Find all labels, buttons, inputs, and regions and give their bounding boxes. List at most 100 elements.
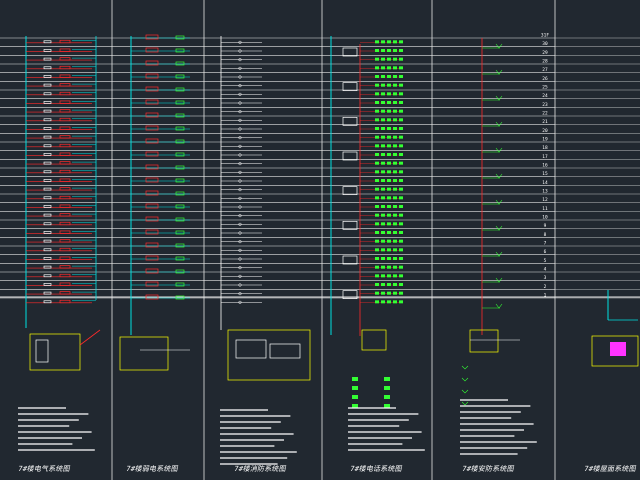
tel-outlet [393, 222, 397, 226]
tel-outlet [375, 161, 379, 165]
tel-outlet [387, 127, 391, 130]
tel-outlet [381, 92, 385, 96]
breaker [43, 222, 52, 226]
breaker [43, 300, 52, 304]
sheet-title-4: 7#楼电话系统图 [349, 465, 404, 473]
tel-outlet [387, 57, 391, 61]
fire-panel-module [269, 343, 301, 359]
camera-symbol [495, 43, 503, 49]
fire-detector [238, 240, 242, 244]
tel-outlet [375, 257, 379, 260]
weak-outlet [175, 126, 185, 131]
floor-label: 3 [544, 275, 547, 281]
tel-outlet [387, 248, 391, 252]
tel-outlet [393, 265, 397, 269]
fire-detector [238, 257, 242, 261]
tel-junction-box [342, 290, 358, 300]
tel-outlet [381, 283, 385, 286]
tel-outlet [375, 40, 379, 44]
tel-outlet [399, 40, 403, 44]
tel-outlet [375, 118, 379, 122]
tel-outlet [393, 248, 397, 252]
weak-box [145, 138, 159, 144]
fire-detector [238, 170, 242, 174]
meter-box [59, 169, 71, 174]
meter-box [59, 117, 71, 122]
fire-detector [238, 179, 242, 183]
breaker [43, 291, 52, 295]
meter-box [59, 152, 71, 156]
sheet-title-2: 7#楼弱电系统图 [125, 465, 180, 473]
tel-outlet [399, 144, 403, 148]
tel-outlet [375, 92, 379, 96]
tel-outlet [387, 291, 391, 295]
tel-outlet [387, 75, 391, 78]
tel-outlet [387, 153, 391, 156]
weak-box [145, 34, 159, 40]
breaker [43, 213, 52, 217]
tel-outlet [381, 40, 385, 44]
tel-outlet [375, 300, 379, 304]
floor-label: 12 [542, 197, 548, 203]
fire-detector [238, 110, 242, 114]
meter-box [59, 39, 71, 44]
weak-outlet [175, 165, 185, 170]
tel-outlet [399, 57, 403, 61]
tel-outlet [375, 196, 379, 200]
floor-label: 9 [544, 223, 547, 229]
tel-outlet [393, 179, 397, 182]
tel-outlet [399, 135, 403, 139]
fire-detector [238, 66, 242, 70]
tel-outlet [381, 135, 385, 139]
tel-outlet [375, 274, 379, 278]
tel-outlet [393, 231, 397, 234]
weak-box [145, 294, 159, 300]
tel-outlet [375, 127, 379, 130]
tel-outlet [387, 300, 391, 304]
fire-detector [238, 248, 242, 252]
tel-outlet [375, 248, 379, 252]
meter-box [59, 109, 71, 113]
meter-box [59, 256, 71, 260]
floor-label: 4 [544, 267, 547, 273]
tel-outlet [387, 40, 391, 44]
tel-outlet [399, 213, 403, 217]
tel-outlet [387, 187, 391, 191]
weak-outlet [175, 74, 185, 79]
breaker [43, 239, 52, 243]
meter-box [59, 273, 71, 278]
camera-symbol [495, 277, 503, 283]
tel-outlet [381, 179, 385, 182]
breaker [43, 109, 52, 113]
meter-box [59, 65, 71, 70]
floor-label: 26 [542, 76, 548, 82]
tel-outlet [375, 222, 379, 226]
fire-control-box [227, 329, 311, 381]
legend-symbol [352, 377, 358, 381]
weak-outlet [175, 35, 185, 40]
weak-box [145, 151, 159, 157]
tel-outlet [393, 118, 397, 122]
tel-outlet [387, 179, 391, 182]
meter-box [59, 143, 71, 148]
weak-outlet [175, 87, 185, 92]
tel-outlet [399, 127, 403, 130]
tel-outlet [399, 83, 403, 87]
legend-symbol [384, 386, 390, 390]
floor-label: 18 [542, 145, 548, 151]
tel-outlet [375, 179, 379, 182]
legend-camera [461, 377, 469, 382]
weak-outlet [175, 243, 185, 248]
meter-box [59, 291, 71, 295]
camera-symbol [495, 121, 503, 127]
tel-outlet [387, 257, 391, 260]
tel-outlet [387, 213, 391, 217]
tel-outlet [399, 222, 403, 226]
weak-outlet [175, 48, 185, 53]
fire-detector [238, 49, 242, 53]
tel-outlet [393, 213, 397, 217]
tel-outlet [399, 291, 403, 295]
tel-outlet [375, 283, 379, 286]
tel-outlet [375, 239, 379, 243]
